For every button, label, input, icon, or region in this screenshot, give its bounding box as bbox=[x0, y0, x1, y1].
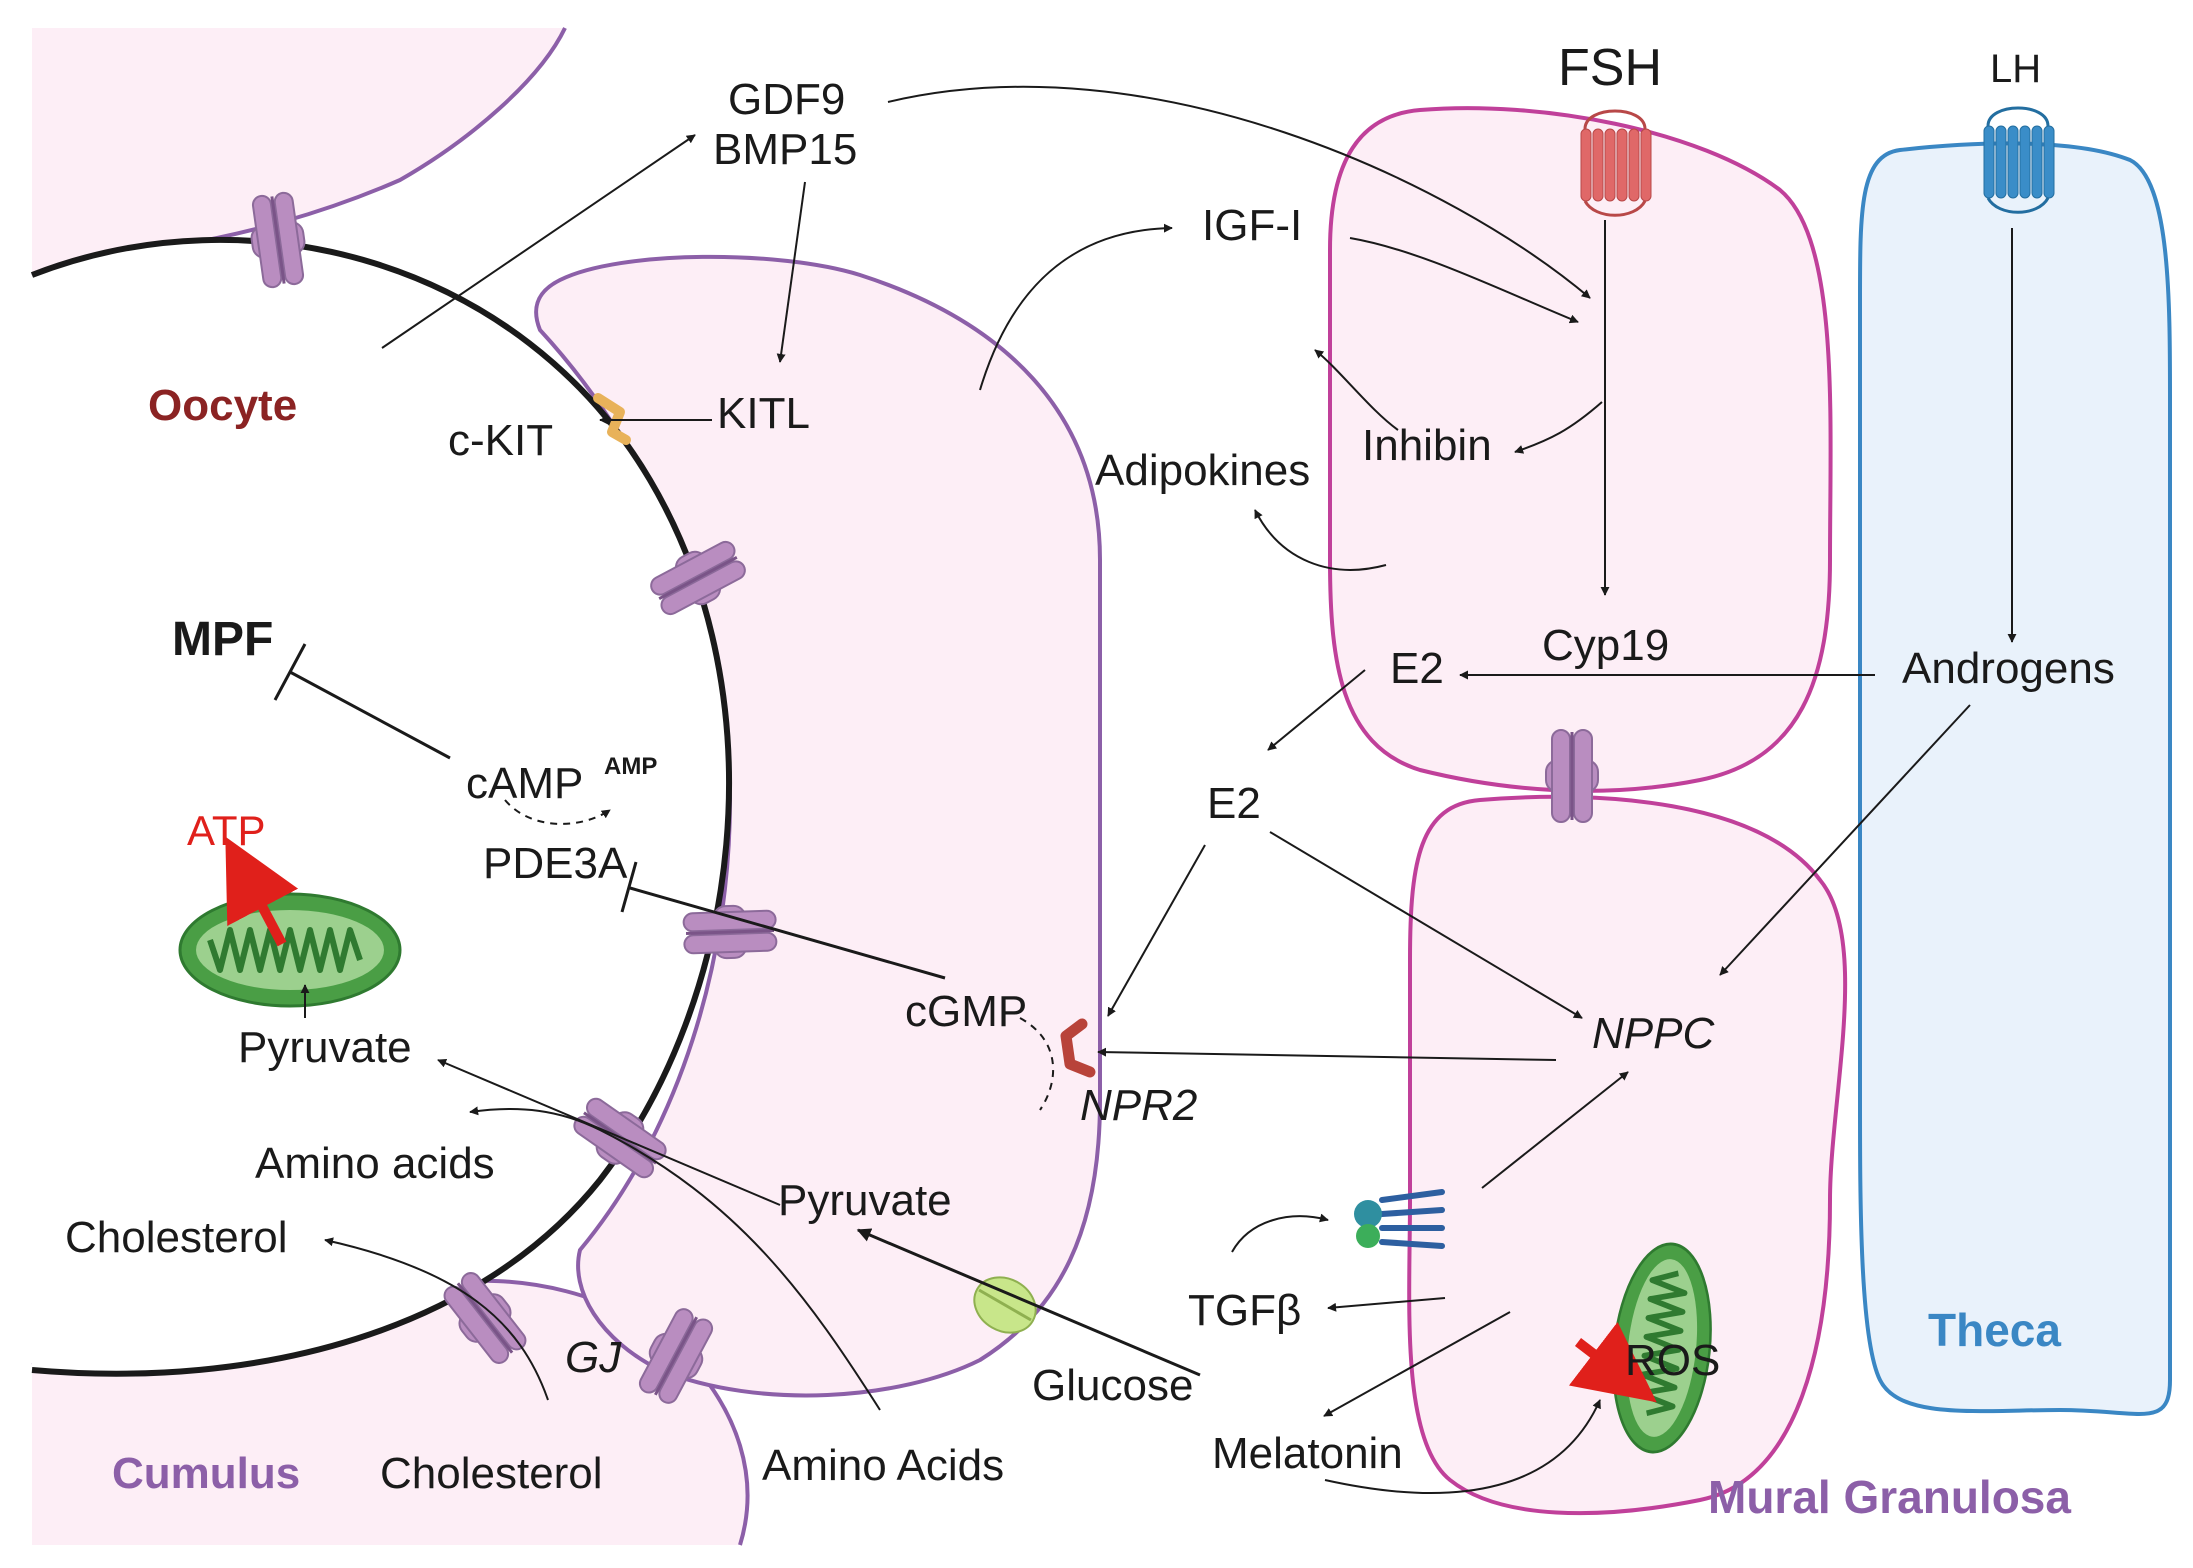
mural-granulosa-cell-upper bbox=[1328, 106, 1833, 793]
label-nppc: NPPC bbox=[1592, 1009, 1715, 1058]
npr2-receptor bbox=[1060, 1018, 1096, 1078]
label-glucose: Glucose bbox=[1032, 1361, 1193, 1410]
label-ros: ROS bbox=[1625, 1336, 1720, 1385]
label-camp: cAMP bbox=[466, 759, 583, 808]
mitochondrion-oocyte bbox=[180, 894, 400, 1006]
lh-receptor bbox=[1983, 106, 2055, 214]
gap-junction-channel-granulosa bbox=[1544, 728, 1600, 824]
label-e2-lower: E2 bbox=[1207, 779, 1261, 828]
label-cholesterol-bottom: Cholesterol bbox=[380, 1449, 603, 1498]
label-adipokines: Adipokines bbox=[1095, 446, 1310, 495]
label-bmp15: BMP15 bbox=[713, 125, 857, 174]
pathway-arrows bbox=[300, 85, 2017, 1494]
label-pyruvate-oocyte: Pyruvate bbox=[238, 1023, 412, 1072]
label-gj: GJ bbox=[565, 1333, 622, 1382]
label-cholesterol-oocyte: Cholesterol bbox=[65, 1213, 288, 1262]
label-fsh: FSH bbox=[1558, 39, 1662, 97]
fsh-receptor bbox=[1580, 109, 1652, 217]
gap-junction-channel-pde bbox=[681, 902, 779, 962]
label-amino-acids-bottom: Amino Acids bbox=[762, 1441, 1004, 1490]
label-gdf9: GDF9 bbox=[728, 75, 845, 124]
theca-cell bbox=[1858, 141, 2172, 1416]
label-mpf: MPF bbox=[172, 613, 273, 666]
label-igf1: IGF-I bbox=[1202, 201, 1302, 250]
label-androgens: Androgens bbox=[1902, 644, 2115, 693]
label-lh: LH bbox=[1990, 47, 2041, 91]
label-tgfb: TGFβ bbox=[1188, 1286, 1301, 1335]
label-amp: AMP bbox=[604, 753, 657, 780]
label-pyruvate-cumulus: Pyruvate bbox=[778, 1176, 952, 1225]
label-ckit: c-KIT bbox=[448, 416, 553, 465]
inhibition-lines bbox=[273, 643, 946, 980]
oocyte-membrane bbox=[30, 236, 733, 1377]
label-kitl: KITL bbox=[717, 389, 810, 438]
oocyte-cell bbox=[32, 239, 730, 1374]
label-inhibin: Inhibin bbox=[1362, 421, 1492, 470]
atp-production-arrow bbox=[225, 836, 299, 947]
label-amino-acids-oocyte: Amino acids bbox=[255, 1139, 495, 1188]
label-npr2: NPR2 bbox=[1080, 1081, 1197, 1130]
label-mural-granulosa: Mural Granulosa bbox=[1708, 1471, 2071, 1523]
tgfb-receptor bbox=[1354, 1189, 1445, 1249]
label-theca: Theca bbox=[1928, 1304, 2061, 1356]
ros-arrow bbox=[1568, 1321, 1657, 1403]
mural-granulosa-cell-lower bbox=[1407, 794, 1848, 1516]
glucose-transporter bbox=[973, 1276, 1037, 1334]
label-cgmp: cGMP bbox=[905, 987, 1027, 1036]
label-cyp19: Cyp19 bbox=[1542, 621, 1669, 670]
label-melatonin: Melatonin bbox=[1212, 1429, 1403, 1478]
label-atp: ATP bbox=[187, 807, 266, 854]
label-e2-upper: E2 bbox=[1390, 644, 1444, 693]
label-oocyte: Oocyte bbox=[148, 381, 297, 430]
cumulus-cell-top-left bbox=[32, 28, 565, 275]
label-pde3a: PDE3A bbox=[483, 839, 628, 888]
label-cumulus: Cumulus bbox=[112, 1449, 300, 1498]
ckit-receptor bbox=[593, 393, 631, 445]
